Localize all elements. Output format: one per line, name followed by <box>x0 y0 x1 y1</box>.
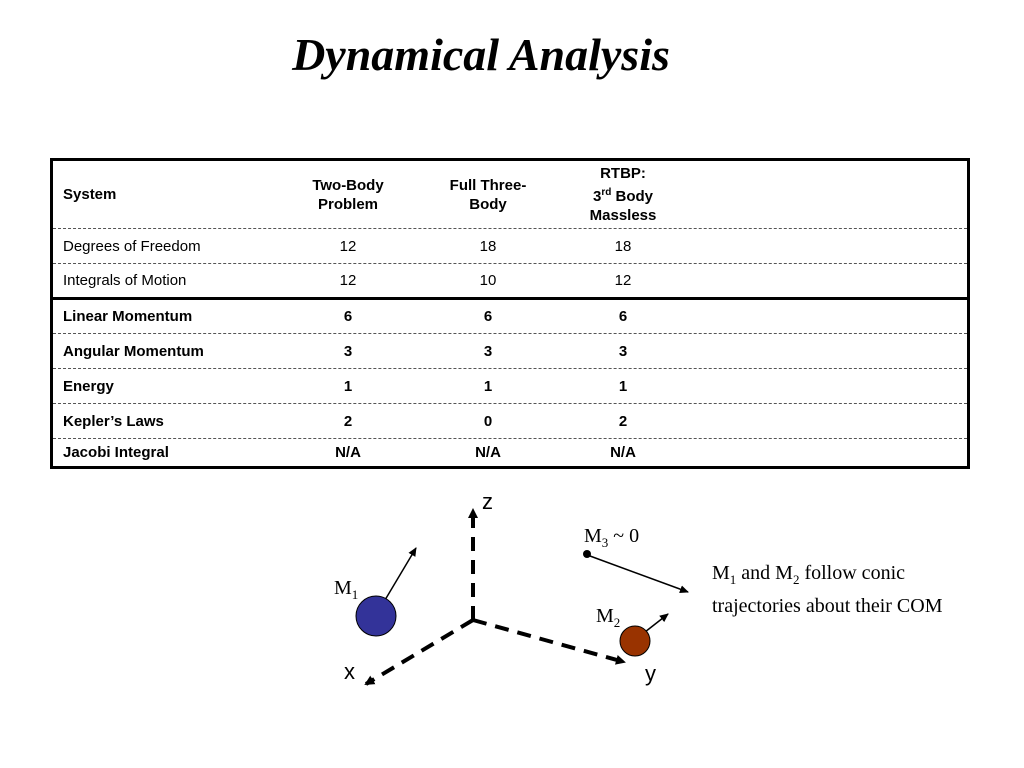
page-title: Dynamical Analysis <box>292 29 670 80</box>
row-value-two-body: 6 <box>343 308 353 325</box>
m2-label: M2 <box>596 605 621 630</box>
table-row: Integrals of Motion 12 10 12 <box>53 264 967 300</box>
row-label: Degrees of Freedom <box>63 237 201 255</box>
y-axis-label: y <box>645 661 656 686</box>
row-value-three-body: 18 <box>479 237 497 255</box>
row-value-three-body: 6 <box>483 308 493 325</box>
table-row: Kepler’s Laws 2 0 2 <box>53 404 967 439</box>
row-value-two-body: 1 <box>343 377 353 395</box>
table-row: Angular Momentum 3 3 3 <box>53 334 967 369</box>
row-value-two-body: 3 <box>343 342 353 360</box>
m1-velocity-arrow <box>384 547 417 601</box>
x-axis <box>364 618 475 686</box>
table-row: Linear Momentum 6 6 6 <box>53 300 967 334</box>
row-value-rtbp: 18 <box>614 237 632 255</box>
row-value-three-body: 1 <box>483 377 493 395</box>
row-value-two-body: 12 <box>339 272 357 289</box>
y-axis <box>472 618 626 665</box>
row-label: Jacobi Integral <box>63 444 169 461</box>
row-value-rtbp: 2 <box>618 412 628 430</box>
row-label: Energy <box>63 377 114 395</box>
row-label: Angular Momentum <box>63 342 204 360</box>
row-value-two-body: 2 <box>343 412 353 430</box>
row-value-three-body: 0 <box>483 412 493 430</box>
conic-trajectory-note: M1 and M2 follow conic trajectories abou… <box>712 562 943 617</box>
row-value-rtbp: 6 <box>618 308 628 325</box>
row-value-rtbp: 3 <box>618 342 628 360</box>
row-value-three-body: 3 <box>483 342 493 360</box>
row-value-two-body: N/A <box>335 444 361 461</box>
row-value-three-body: 10 <box>479 272 497 289</box>
m1-body <box>355 595 397 637</box>
row-value-rtbp: 1 <box>618 377 628 395</box>
row-label: Kepler’s Laws <box>63 412 164 430</box>
m3-body <box>583 550 591 558</box>
table-row: Energy 1 1 1 <box>53 369 967 404</box>
z-axis-label: z <box>482 489 493 514</box>
table-row: Jacobi Integral N/A N/A N/A <box>53 439 967 466</box>
m3-label: M3 ~ 0 <box>584 525 640 550</box>
m2-body <box>619 625 651 657</box>
header-system: System <box>63 186 117 203</box>
row-value-two-body: 12 <box>339 237 357 255</box>
header-full-three-body: Full Three-Body <box>449 176 527 213</box>
row-value-three-body: N/A <box>475 444 501 461</box>
table-row: Degrees of Freedom 12 18 18 <box>53 229 967 264</box>
row-value-rtbp: N/A <box>610 444 636 461</box>
x-axis-label: x <box>344 659 355 684</box>
row-value-rtbp: 12 <box>614 272 632 289</box>
row-label: Linear Momentum <box>63 308 193 325</box>
m3-velocity-arrow <box>589 555 689 593</box>
m1-label: M1 <box>334 577 359 602</box>
row-label: Integrals of Motion <box>63 272 187 289</box>
m2-velocity-arrow <box>644 613 669 633</box>
